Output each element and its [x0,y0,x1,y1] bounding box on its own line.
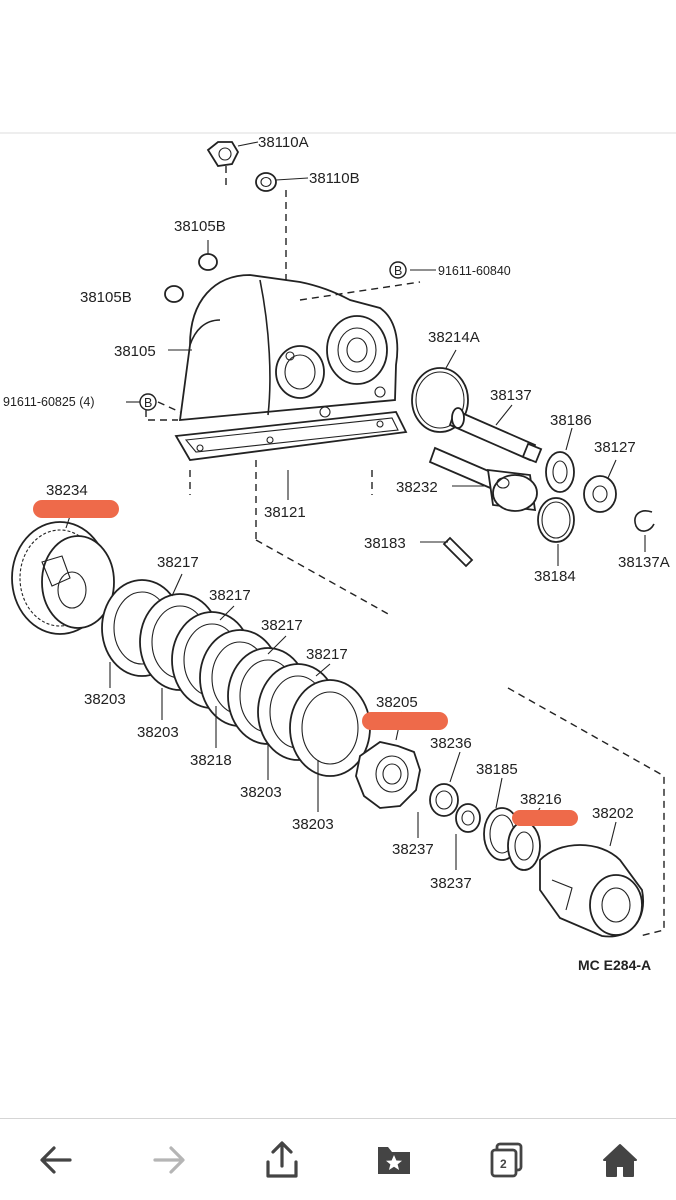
label-38217-1: 38217 [157,554,199,571]
label-38237-1: 38237 [392,841,434,858]
tabs-button[interactable]: 2 [477,1130,537,1190]
label-38217-4: 38217 [306,646,348,663]
label-38183: 38183 [364,535,406,552]
label-38217-2: 38217 [209,587,251,604]
label-38203-3: 38203 [240,784,282,801]
home-icon [602,1143,637,1177]
tabs-count: 2 [500,1157,507,1171]
label-91611-60840: 91611-60840 [438,264,511,278]
highlight-38216 [512,810,578,826]
label-38186: 38186 [550,412,592,429]
label-38137: 38137 [490,387,532,404]
part-38137-shaft [448,407,543,464]
label-38184: 38184 [534,568,576,585]
clutch-pack [101,579,371,777]
label-38218: 38218 [190,752,232,769]
label-38214A: 38214A [428,329,480,346]
label-38105B-left: 38105B [80,289,132,306]
part-38137A-clip [634,510,655,532]
part-38202-carrier [539,844,644,938]
label-38127: 38127 [594,439,636,456]
part-38234-gear [11,521,115,635]
label-38137A: 38137A [618,554,670,571]
share-button[interactable] [252,1130,312,1190]
label-38232: 38232 [396,479,438,496]
part-38236-bearing [429,783,459,817]
browser-toolbar: 2 [0,1119,676,1200]
part-38184-oring [537,497,575,543]
back-button[interactable] [26,1130,86,1190]
bookmarks-button[interactable] [364,1130,424,1190]
forward-arrow-icon [153,1145,185,1174]
bolt-marker-letter-upper: B [394,264,402,278]
highlight-38205 [362,712,448,730]
label-38217-3: 38217 [261,617,303,634]
part-38105-housing [178,274,399,422]
part-38186-bearing [545,451,575,493]
bolt-marker-left: B [139,393,157,411]
part-38110A-nut [206,141,240,167]
back-arrow-icon [40,1145,72,1174]
bookmarks-icon [378,1146,411,1174]
label-38205: 38205 [376,694,418,711]
label-38216: 38216 [520,791,562,808]
share-icon [266,1140,298,1178]
label-38105B-top: 38105B [174,218,226,235]
part-38127-washer [583,475,617,513]
label-38236: 38236 [430,735,472,752]
home-button[interactable] [590,1130,650,1190]
label-38185: 38185 [476,761,518,778]
parts-diagram: B B 38110A 38110B 38105B 38105B 91611-60… [0,132,676,973]
label-38203-4: 38203 [292,816,334,833]
diagram-code: MC E284-A [578,957,651,973]
label-38121: 38121 [264,504,306,521]
bolt-marker-letter-left: B [144,396,152,410]
part-38205-hub [355,741,421,809]
label-38202: 38202 [592,805,634,822]
label-38234: 38234 [46,482,88,499]
tabs-icon: 2 [490,1142,523,1177]
toolbar-divider [0,1118,676,1119]
part-38110B-washer [255,172,277,192]
label-38237-2: 38237 [430,875,472,892]
highlight-38234 [33,500,119,518]
bolt-marker-upper: B [389,261,407,279]
part-38121-gasket [174,411,408,461]
label-38203-2: 38203 [137,724,179,741]
forward-button[interactable] [139,1130,199,1190]
part-38105B-plug-lower [164,285,184,303]
label-38110B: 38110B [309,170,360,187]
label-38110A: 38110A [258,134,309,151]
part-38183-pin [442,536,474,568]
label-38105: 38105 [114,343,156,360]
part-38216-bearing [507,821,541,871]
label-38203-1: 38203 [84,691,126,708]
part-38237-washer [455,803,481,833]
part-38105B-plug-upper [198,253,218,271]
part-38232-gear-shaft [428,446,538,512]
label-91611-60825: 91611-60825 (4) [3,395,95,409]
